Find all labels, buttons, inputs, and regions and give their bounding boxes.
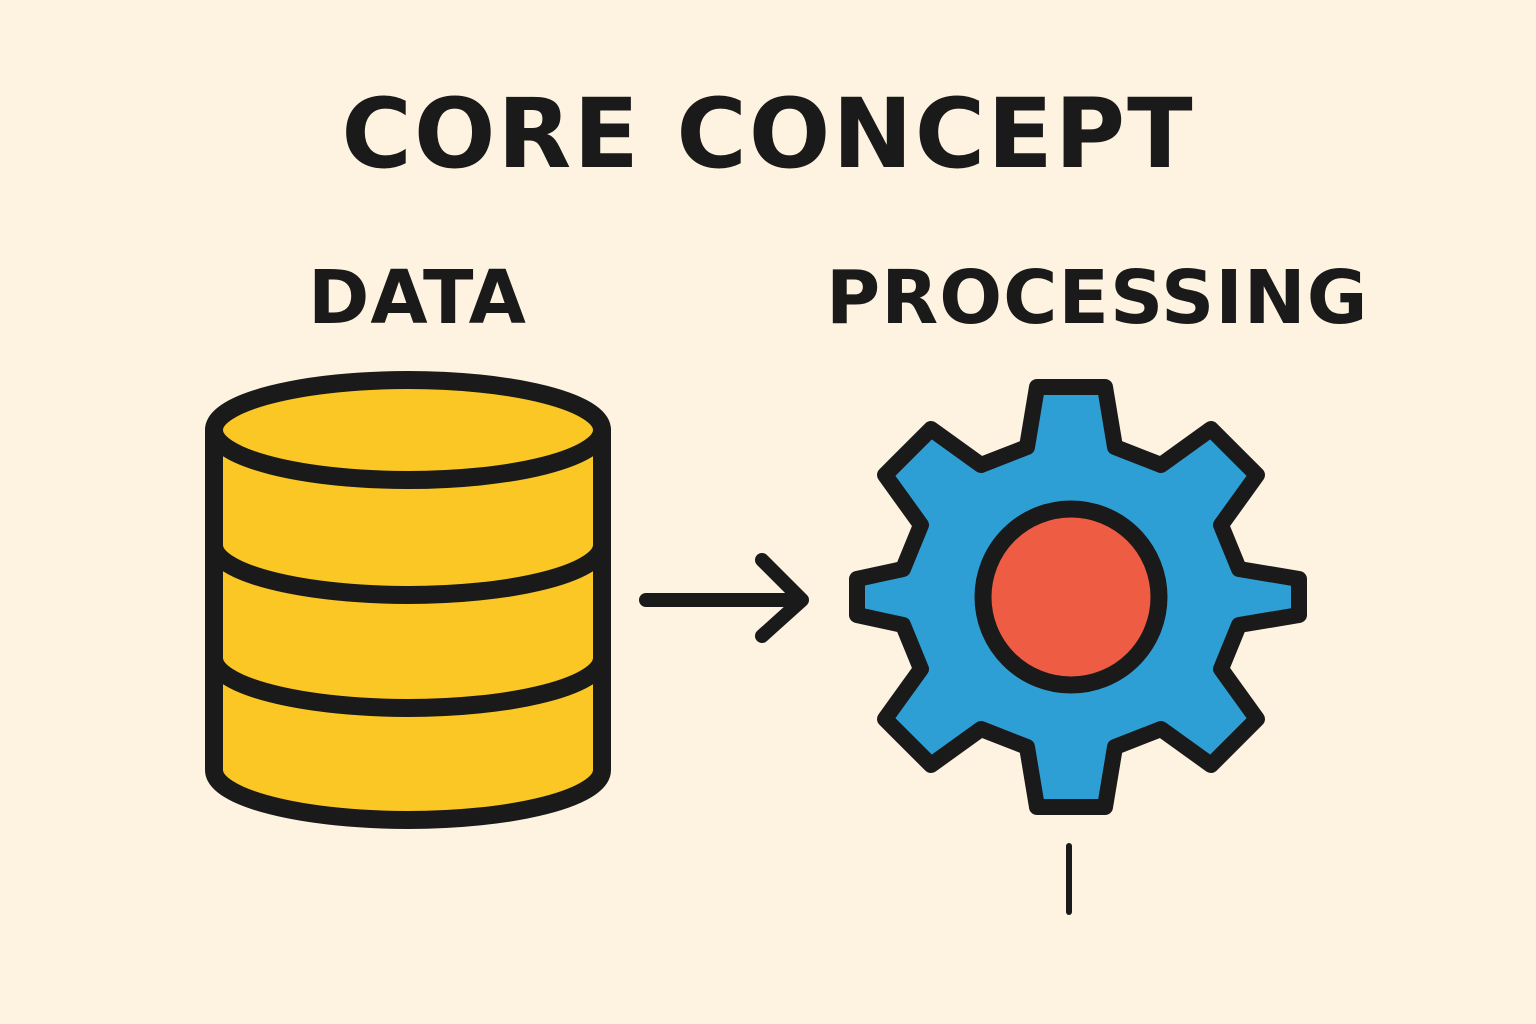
gear-icon <box>849 379 1307 815</box>
data-label: DATA <box>308 255 527 341</box>
database-icon <box>205 371 611 829</box>
arrow-right-icon <box>639 553 809 643</box>
processing-label: PROCESSING <box>826 255 1369 341</box>
page-title: CORE CONCEPT <box>341 78 1195 190</box>
